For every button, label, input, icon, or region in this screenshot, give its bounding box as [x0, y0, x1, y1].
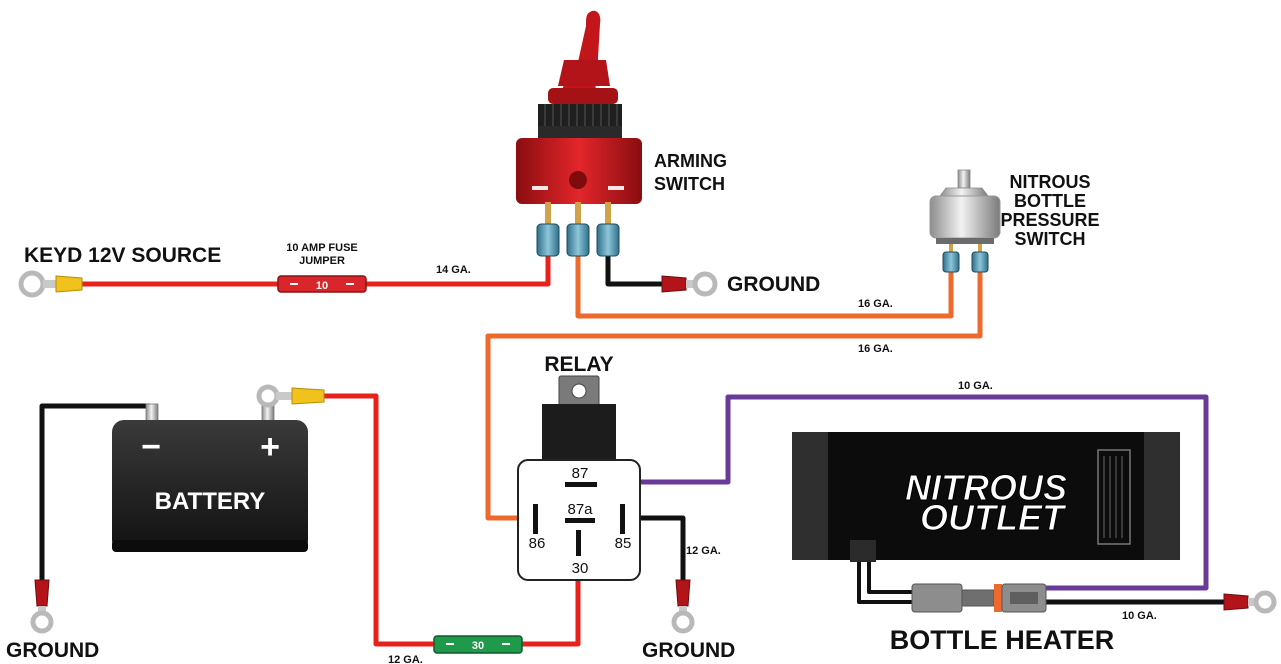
fuse-10a: 10 [277, 275, 367, 293]
relay-pin-87a: 87a [567, 501, 593, 518]
fuse-to-relay-wire [522, 576, 581, 647]
ring-terminal-icon [1253, 590, 1277, 614]
switch-ground-terminal [661, 271, 718, 297]
fuse-30a: 30 [433, 635, 523, 654]
bottle-heater: NITROUS OUTLET [792, 432, 1277, 614]
bottle-heater-label: BOTTLE HEATER [890, 625, 1115, 655]
ring-terminal-icon [30, 610, 54, 634]
battery-minus-label: − [141, 428, 161, 466]
relay-pin-85: 85 [615, 535, 632, 552]
battery [112, 384, 325, 552]
arming-switch-label-2: SWITCH [654, 174, 725, 194]
switch-ground-wire [605, 256, 664, 287]
gauge-10-top-label: 10 GA. [958, 380, 993, 392]
logo-line-1: NITROUS [905, 467, 1067, 508]
gauge-14-label: 14 GA. [436, 264, 471, 276]
ring-terminal-icon [256, 384, 280, 408]
relay-pin-86: 86 [529, 535, 546, 552]
pressure-switch-label-4: SWITCH [1015, 229, 1086, 249]
heater-connector-icon [911, 583, 1047, 613]
heater-wire-1 [857, 560, 912, 604]
gauge-16-a-label: 16 GA. [858, 298, 893, 310]
ring-terminal-icon [692, 271, 718, 297]
keyed-source-label: KEYD 12V SOURCE [24, 244, 221, 267]
pressure-switch-icon [929, 169, 1001, 273]
switch-to-pressure-wire [575, 256, 954, 319]
battery-negative-wire [39, 403, 150, 582]
toggle-switch-icon [516, 10, 642, 257]
heater-wire-2 [867, 560, 912, 594]
pressure-to-relay-wire [485, 270, 983, 521]
arming-switch-label-1: ARMING [654, 151, 727, 171]
gauge-12-bottom-label: 12 GA. [388, 654, 423, 664]
battery-ground-terminal [30, 579, 54, 634]
battery-plus-label: + [260, 428, 280, 466]
battery-label: BATTERY [155, 488, 266, 515]
wires [39, 256, 1226, 647]
fuse-jumper-label-2: JUMPER [299, 255, 345, 267]
logo-line-2: OUTLET [920, 497, 1067, 538]
relay-ground-wire [628, 515, 686, 582]
ring-terminal-icon [18, 270, 46, 298]
relay-pin-30: 30 [572, 560, 589, 577]
gauge-16-b-label: 16 GA. [858, 343, 893, 355]
relay [517, 375, 641, 581]
battery-icon [112, 403, 308, 552]
pressure-switch-label-1: NITROUS [1010, 172, 1091, 192]
keyed-source-terminal [18, 270, 83, 298]
fuse-to-switch-wire [366, 256, 551, 287]
blade-fuse-icon [433, 635, 523, 654]
blade-fuse-icon [277, 275, 367, 293]
ground-left-label: GROUND [6, 639, 99, 662]
ground-relay-label: GROUND [642, 639, 735, 662]
arming-switch [516, 10, 642, 257]
relay-ground-terminal [671, 579, 695, 634]
gauge-10-bottom-label: 10 GA. [1122, 610, 1157, 622]
fuse-10-value: 10 [316, 280, 328, 292]
relay-label: RELAY [544, 353, 613, 376]
gauge-12-relay-label: 12 GA. [686, 545, 721, 557]
ring-terminal-icon [671, 610, 695, 634]
relay-icon [517, 375, 641, 581]
pressure-switch-label-2: BOTTLE [1014, 191, 1086, 211]
ground-top-label: GROUND [727, 273, 820, 296]
fuse-jumper-label-1: 10 AMP FUSE [286, 242, 358, 254]
battery-positive-wire [322, 393, 434, 647]
fuse-30-value: 30 [472, 640, 484, 652]
relay-pin-87: 87 [572, 465, 589, 482]
relay-to-heater-wire [597, 394, 1209, 591]
pressure-switch [929, 169, 1001, 273]
pressure-switch-label-3: PRESSURE [1000, 210, 1099, 230]
